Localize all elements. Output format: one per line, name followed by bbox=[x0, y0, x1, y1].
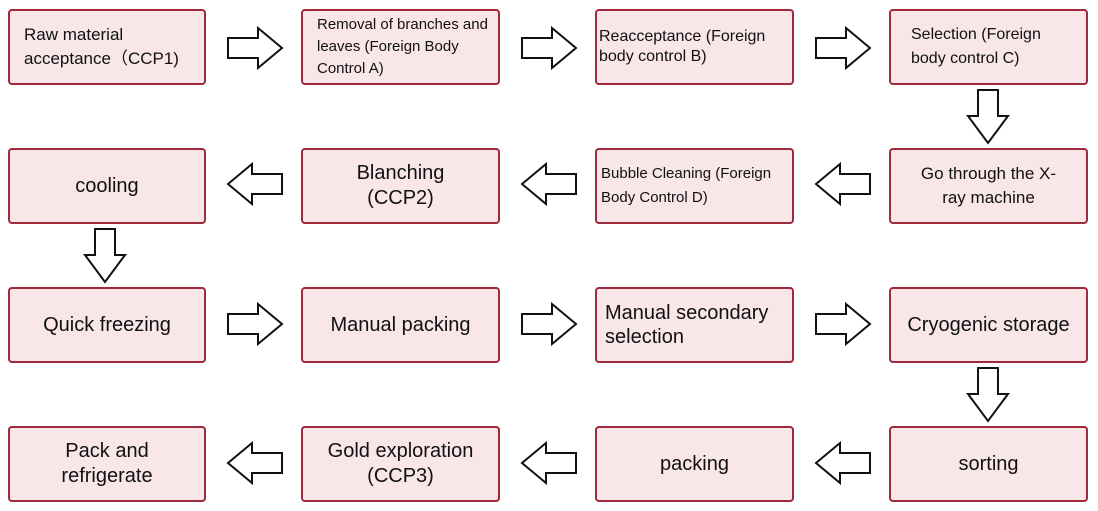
arrow-right-icon bbox=[227, 301, 284, 347]
arrow-right-icon bbox=[521, 25, 578, 71]
step-reacceptance: Reacceptance (Foreign body control B) bbox=[595, 9, 794, 85]
step-label: sorting bbox=[958, 452, 1019, 475]
step-label: Blanching (CCP2) bbox=[356, 162, 445, 209]
step-manual-secondary-selection: Manual secondary selection bbox=[595, 287, 794, 363]
step-gold-exploration: Gold exploration (CCP3) bbox=[301, 426, 500, 502]
arrow-right-icon bbox=[521, 301, 578, 347]
arrow-left-icon bbox=[814, 161, 871, 207]
step-label: Bubble Cleaning (Foreign Body Control D) bbox=[601, 165, 772, 206]
arrow-left-icon bbox=[814, 440, 871, 486]
step-label: Gold exploration (CCP3) bbox=[327, 440, 474, 487]
step-sorting: sorting bbox=[889, 426, 1088, 502]
step-label: cooling bbox=[75, 174, 139, 197]
arrow-left-icon bbox=[226, 161, 283, 207]
step-label: Reacceptance (Foreign body control B) bbox=[599, 28, 766, 65]
step-cooling: cooling bbox=[8, 148, 206, 224]
arrow-down-icon bbox=[83, 228, 127, 284]
arrow-right-icon bbox=[815, 301, 872, 347]
step-label: Cryogenic storage bbox=[907, 313, 1070, 336]
step-label: Removal of branches and leaves (Foreign … bbox=[317, 16, 488, 77]
arrow-right-icon bbox=[815, 25, 872, 71]
step-raw-material-acceptance: Raw material acceptance（CCP1) bbox=[8, 9, 206, 85]
arrow-right-icon bbox=[227, 25, 284, 71]
step-label: packing bbox=[660, 452, 729, 475]
arrow-left-icon bbox=[226, 440, 283, 486]
step-removal-of-branches: Removal of branches and leaves (Foreign … bbox=[301, 9, 500, 85]
step-quick-freezing: Quick freezing bbox=[8, 287, 206, 363]
step-label: Manual secondary selection bbox=[605, 302, 769, 348]
step-label: Quick freezing bbox=[43, 313, 171, 336]
arrow-down-icon bbox=[966, 367, 1010, 423]
step-pack-and-refrigerate: Pack and refrigerate bbox=[8, 426, 206, 502]
step-label: Manual packing bbox=[330, 313, 471, 336]
step-manual-packing: Manual packing bbox=[301, 287, 500, 363]
arrow-left-icon bbox=[520, 161, 577, 207]
step-label: Pack and refrigerate bbox=[61, 440, 153, 487]
step-label: Go through the X-ray machine bbox=[920, 164, 1057, 207]
arrow-left-icon bbox=[520, 440, 577, 486]
step-blanching: Blanching (CCP2) bbox=[301, 148, 500, 224]
step-label: Selection (Foreign body control C) bbox=[911, 26, 1041, 67]
step-cryogenic-storage: Cryogenic storage bbox=[889, 287, 1088, 363]
arrow-down-icon bbox=[966, 89, 1010, 145]
step-packing: packing bbox=[595, 426, 794, 502]
step-x-ray-machine: Go through the X-ray machine bbox=[889, 148, 1088, 224]
step-label: Raw material acceptance（CCP1) bbox=[24, 25, 179, 68]
step-selection: Selection (Foreign body control C) bbox=[889, 9, 1088, 85]
step-bubble-cleaning: Bubble Cleaning (Foreign Body Control D) bbox=[595, 148, 794, 224]
